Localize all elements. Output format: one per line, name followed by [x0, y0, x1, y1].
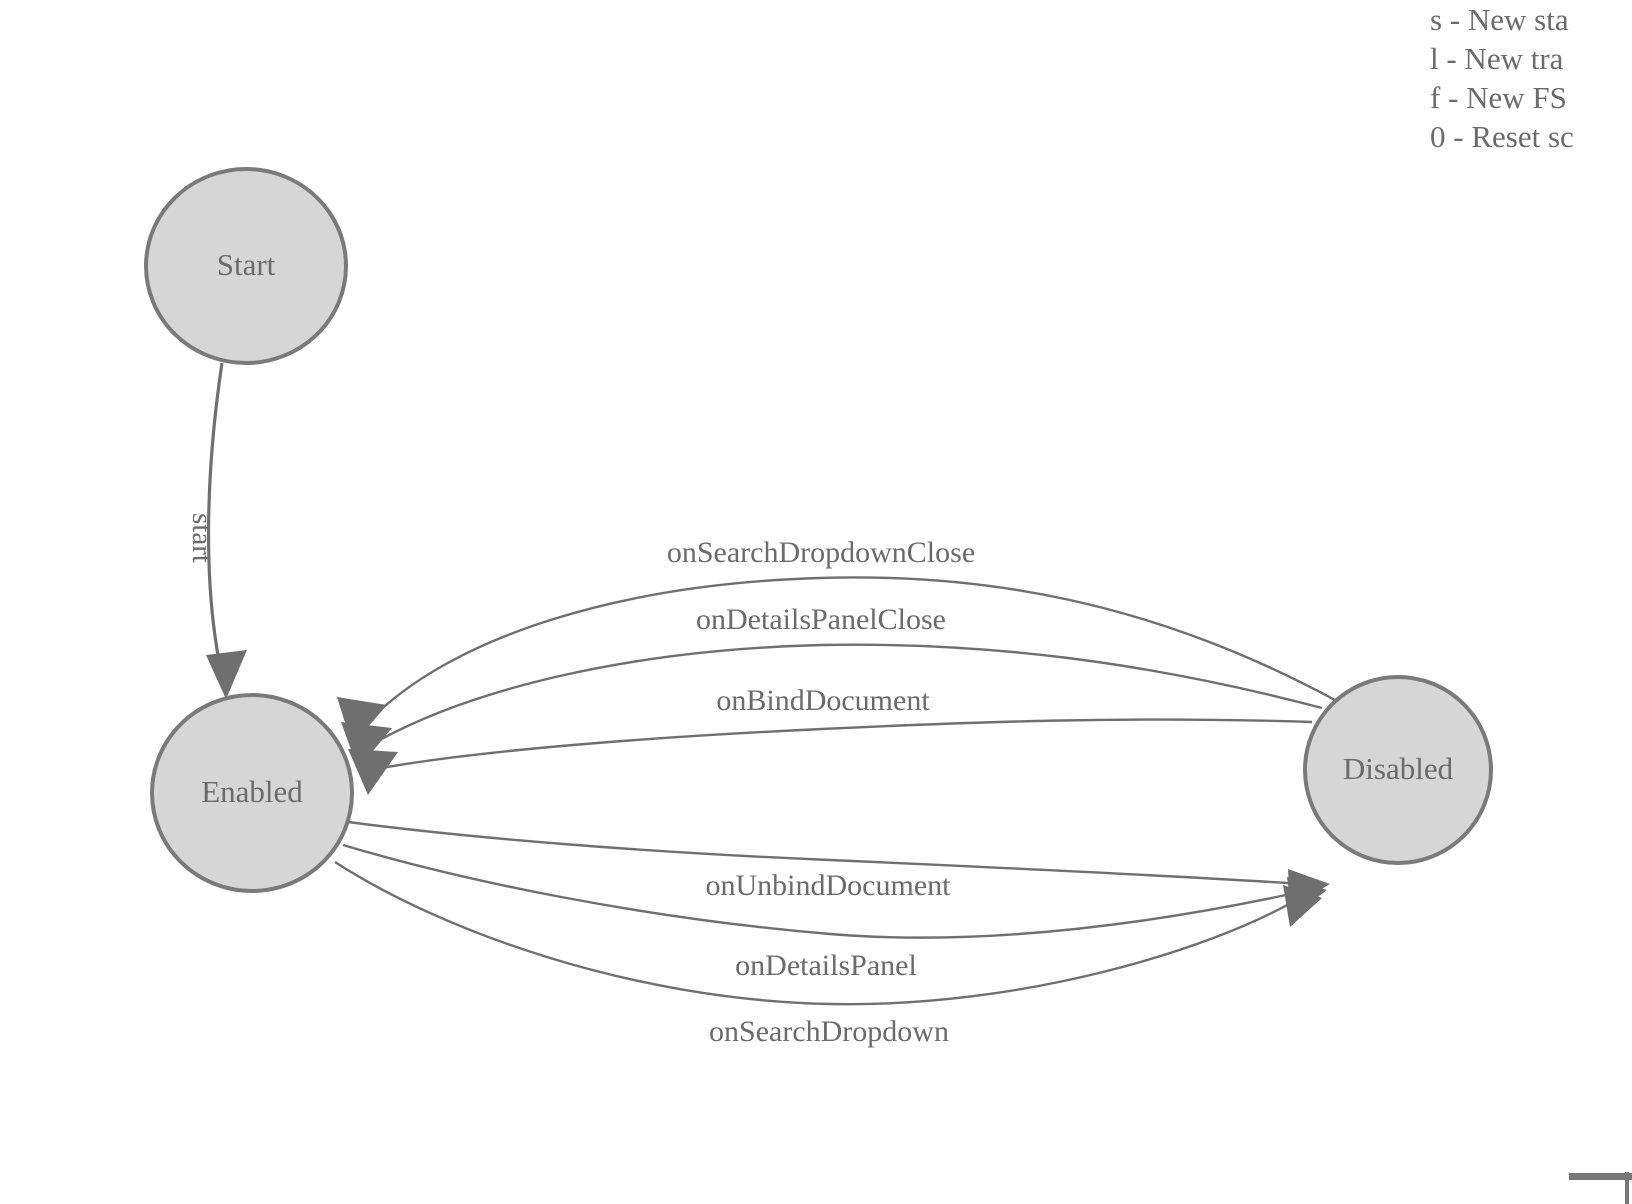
node-start-label: Start [217, 247, 276, 282]
node-disabled[interactable]: Disabled [1303, 675, 1493, 865]
edge-onunbinddocument-path[interactable] [347, 820, 1304, 886]
help-overlay: s - New sta l - New tra f - New FS 0 - R… [1430, 0, 1632, 156]
edge-label-onunbinddocument: onUnbindDocument [706, 869, 952, 902]
edge-onbinddocument-path[interactable] [381, 718, 1313, 770]
edge-start-path[interactable] [206, 362, 224, 667]
scrollbar-vertical-fragment[interactable] [1625, 1172, 1629, 1204]
edge-label-start: start [186, 513, 218, 563]
help-line-new-state: s - New sta [1430, 2, 1569, 37]
node-start[interactable]: Start [144, 167, 348, 365]
node-disabled-label: Disabled [1343, 751, 1454, 786]
edge-label-onbinddocument: onBindDocument [716, 684, 930, 717]
edge-ondetailspanel-path[interactable] [342, 843, 1301, 939]
edge-onsearchdropdown-path[interactable] [334, 860, 1297, 1006]
help-line-reset: 0 - Reset sc [1430, 119, 1574, 154]
node-start-shape[interactable] [144, 167, 348, 365]
edge-onbinddocument[interactable] [348, 718, 1313, 795]
edge-label-onsearchdropdownclose: onSearchDropdownClose [667, 536, 975, 569]
help-line-new-fsm: f - New FS [1430, 80, 1567, 115]
node-enabled-shape[interactable] [150, 693, 354, 893]
node-enabled[interactable]: Enabled [150, 693, 354, 893]
edge-onsearchdropdown[interactable] [334, 860, 1322, 1006]
help-line-new-transition: l - New tra [1430, 41, 1564, 76]
edge-onsearchdropdown-arrowhead [1283, 885, 1322, 927]
edge-label-onsearchdropdown: onSearchDropdown [709, 1015, 949, 1048]
scrollbar-horizontal-fragment[interactable] [1569, 1173, 1632, 1180]
node-enabled-label: Enabled [201, 774, 303, 809]
edge-ondetailspanelclose-path[interactable] [375, 643, 1323, 744]
edge-label-ondetailspanel: onDetailsPanel [735, 949, 917, 982]
edge-start[interactable] [206, 362, 247, 699]
edge-start-arrowhead [206, 650, 247, 699]
edge-label-ondetailspanelclose: onDetailsPanelClose [696, 603, 946, 636]
edge-onbinddocument-arrowhead [348, 749, 398, 795]
node-disabled-shape[interactable] [1303, 675, 1493, 865]
edge-onsearchdropdownclose-path[interactable] [371, 576, 1336, 719]
